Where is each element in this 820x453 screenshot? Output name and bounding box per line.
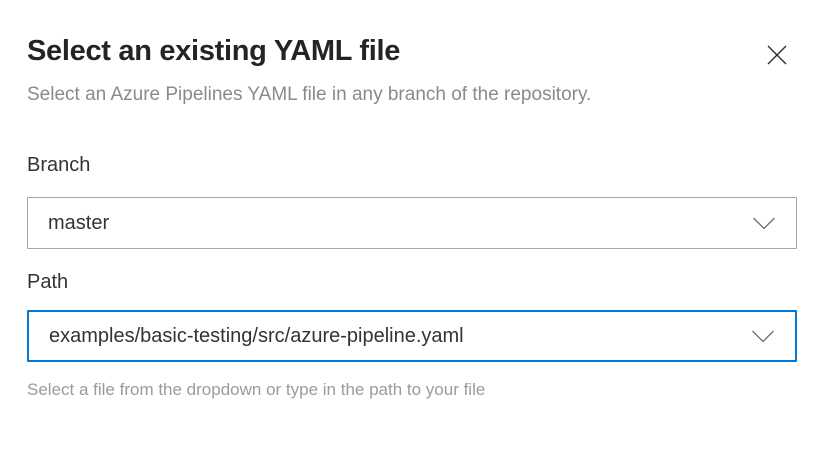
close-icon [764, 42, 790, 68]
path-input[interactable] [49, 324, 751, 348]
path-helper-text: Select a file from the dropdown or type … [27, 380, 486, 399]
close-button[interactable] [760, 38, 794, 72]
dialog-subtitle: Select an Azure Pipelines YAML file in a… [27, 84, 592, 105]
branch-dropdown-value: master [48, 211, 110, 234]
chevron-down-icon[interactable] [752, 217, 776, 230]
branch-label: Branch [27, 154, 91, 176]
branch-dropdown[interactable]: master [27, 197, 797, 249]
chevron-down-icon[interactable] [751, 330, 775, 343]
path-label: Path [27, 271, 69, 293]
path-combobox[interactable] [27, 310, 797, 362]
dialog-title: Select an existing YAML file [27, 35, 401, 67]
